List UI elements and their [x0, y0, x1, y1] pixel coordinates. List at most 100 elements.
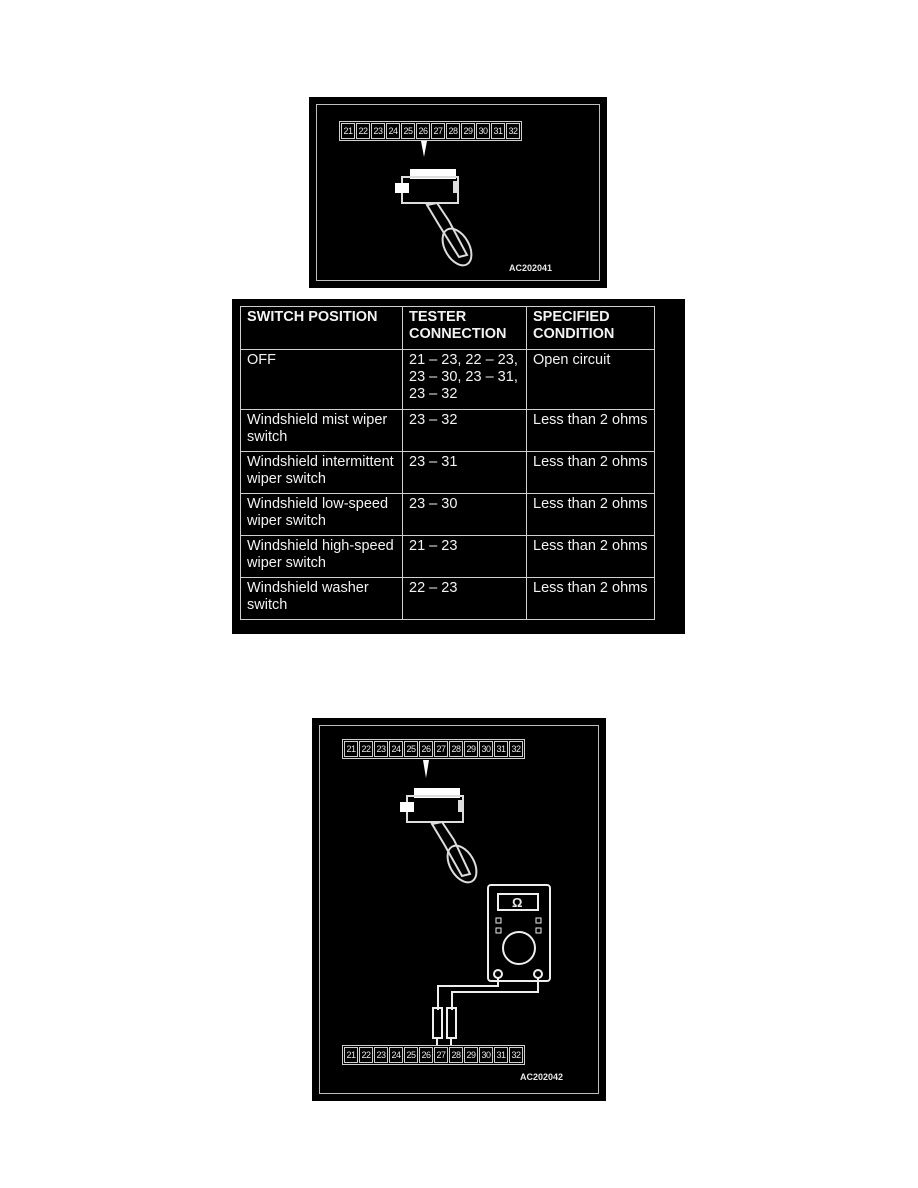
- cell-connection: 21 – 23: [402, 535, 527, 578]
- connector-pin: 26: [419, 1047, 433, 1063]
- connector-pin: 29: [464, 1047, 478, 1063]
- figure-code: AC202042: [520, 1072, 564, 1082]
- connector-pin: 25: [401, 123, 415, 139]
- connector-pin: 22: [359, 1047, 373, 1063]
- connector-pin: 21: [341, 123, 355, 139]
- table-row: Windshield low-speed wiper switch 23 – 3…: [240, 493, 655, 536]
- figure-border: [316, 104, 600, 281]
- cell-position: Windshield low-speed wiper switch: [240, 493, 403, 536]
- wiper-switch-drawing: [395, 141, 473, 267]
- connector-pin: 26: [419, 741, 433, 757]
- cell-condition: Less than 2 ohms: [526, 493, 655, 536]
- connector-pin: 23: [371, 123, 385, 139]
- header-switch-position: SWITCH POSITION: [240, 306, 403, 350]
- ohmmeter-display: [497, 893, 539, 911]
- table-row: Windshield high-speed wiper switch 21 – …: [240, 535, 655, 578]
- connector-pin: 28: [446, 123, 460, 139]
- switch-continuity-table: SWITCH POSITION TESTER CONNECTION SPECIF…: [240, 306, 655, 620]
- switch-tab: [400, 802, 414, 812]
- connector-pin: 24: [389, 1047, 403, 1063]
- connector-pin: 22: [359, 741, 373, 757]
- cell-condition: Less than 2 ohms: [526, 535, 655, 578]
- connector-pin: 29: [461, 123, 475, 139]
- switch-connector-body: [414, 788, 460, 798]
- connector-pin: 32: [506, 123, 520, 139]
- cell-position: Windshield intermittent wiper switch: [240, 451, 403, 494]
- ohmmeter-drawing: [400, 760, 551, 1048]
- ohmmeter-button: [535, 927, 542, 934]
- cell-condition: Less than 2 ohms: [526, 577, 655, 620]
- probe-lead-left: [437, 978, 499, 1010]
- cell-connection: 23 – 32: [402, 409, 527, 452]
- connector-pin: 23: [374, 1047, 388, 1063]
- connector-pin: 28: [449, 1047, 463, 1063]
- switch-housing: [401, 176, 459, 204]
- connector-pin: 29: [464, 741, 478, 757]
- connector-pin: 31: [494, 741, 508, 757]
- pointer-arrow: [423, 760, 429, 778]
- connector-pin: 27: [434, 1047, 448, 1063]
- table-row: Windshield washer switch 22 – 23 Less th…: [240, 577, 655, 620]
- cell-condition: Less than 2 ohms: [526, 409, 655, 452]
- connector-pin: 30: [476, 123, 490, 139]
- switch-connector-body: [410, 169, 456, 179]
- cell-condition: Less than 2 ohms: [526, 451, 655, 494]
- connector-pin: 21: [344, 1047, 358, 1063]
- ohmmeter-dial: [502, 931, 536, 965]
- cell-connection: 23 – 30: [402, 493, 527, 536]
- table-row: Windshield mist wiper switch 23 – 32 Les…: [240, 409, 655, 452]
- probe-jack-left: [493, 969, 503, 979]
- ohmmeter-button: [495, 917, 502, 924]
- figure-border: [319, 725, 599, 1094]
- switch-clip: [458, 800, 464, 812]
- probe-tip-right: [446, 1007, 457, 1039]
- probe-jack-right: [533, 969, 543, 979]
- connector-pin: 32: [509, 741, 523, 757]
- table-row: OFF 21 – 23, 22 – 23, 23 – 30, 23 – 31, …: [240, 349, 655, 410]
- cell-connection: 22 – 23: [402, 577, 527, 620]
- connector-pin: 32: [509, 1047, 523, 1063]
- cell-condition: Open circuit: [526, 349, 655, 410]
- ohmmeter-body: [487, 884, 551, 982]
- connector-pin: 31: [491, 123, 505, 139]
- switch-housing: [406, 795, 464, 823]
- probe-lead-right: [451, 978, 539, 1010]
- cell-connection: 21 – 23, 22 – 23, 23 – 30, 23 – 31, 23 –…: [402, 349, 527, 410]
- cell-position: Windshield high-speed wiper switch: [240, 535, 403, 578]
- specification-table-panel: SWITCH POSITION TESTER CONNECTION SPECIF…: [232, 299, 685, 634]
- switch-clip: [453, 181, 459, 193]
- connector-pin: 21: [344, 741, 358, 757]
- connector-pin: 28: [449, 741, 463, 757]
- cell-position: Windshield mist wiper switch: [240, 409, 403, 452]
- connector-pin: 22: [356, 123, 370, 139]
- connector-pin: 25: [404, 741, 418, 757]
- connector-pin: 23: [374, 741, 388, 757]
- ohmmeter-button: [535, 917, 542, 924]
- pointer-arrow: [421, 141, 427, 157]
- lever-knob: [441, 227, 473, 267]
- connector-pin: 30: [479, 741, 493, 757]
- connector-pin: 27: [434, 741, 448, 757]
- lever-knob: [446, 844, 478, 884]
- table-header-row: SWITCH POSITION TESTER CONNECTION SPECIF…: [240, 306, 655, 350]
- connector-pin: 31: [494, 1047, 508, 1063]
- connector-pin: 24: [386, 123, 400, 139]
- probe-tip-left: [432, 1007, 443, 1039]
- header-specified-condition: SPECIFIED CONDITION: [526, 306, 655, 350]
- connector-pin: 30: [479, 1047, 493, 1063]
- connector-pin: 24: [389, 741, 403, 757]
- wiper-lever: [425, 201, 469, 259]
- header-tester-connection: TESTER CONNECTION: [402, 306, 527, 350]
- switch-tab: [395, 183, 409, 193]
- cell-position: Windshield washer switch: [240, 577, 403, 620]
- connector-pin: 25: [404, 1047, 418, 1063]
- figure-code: AC202041: [509, 263, 553, 273]
- ohm-symbol: Ω: [512, 895, 523, 910]
- table-row: Windshield intermittent wiper switch 23 …: [240, 451, 655, 494]
- connector-pin: 26: [416, 123, 430, 139]
- cell-connection: 23 – 31: [402, 451, 527, 494]
